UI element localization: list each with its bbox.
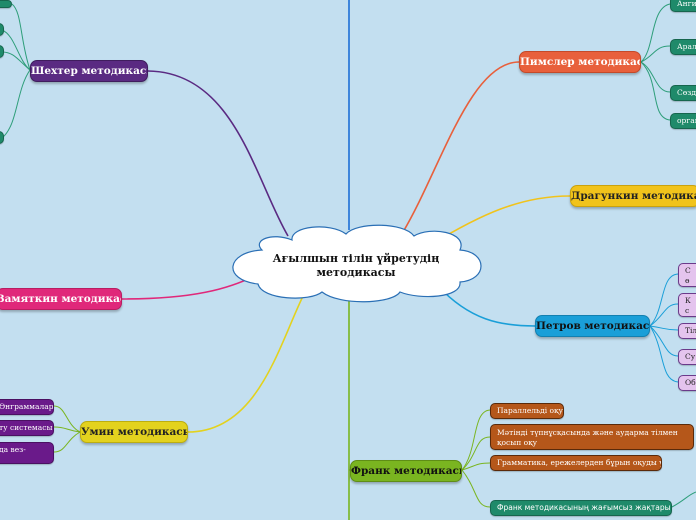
branch-dragunkin[interactable]: Драгункин методикасы: [570, 185, 696, 207]
connector-frank-leaf-2: [461, 436, 491, 471]
branch-shekhter[interactable]: Шехтер методикасы: [30, 60, 148, 82]
umin-leaf[interactable]: да вез-: [0, 442, 54, 464]
frank-leaf[interactable]: Франк методикасының жағымсыз жақтары: [490, 500, 672, 516]
connector-umin-leaf-2: [53, 426, 81, 433]
branch-zamyatkin[interactable]: Замяткин методикасы: [0, 288, 122, 310]
petrov-leaf[interactable]: С ө: [678, 263, 696, 287]
connector-umin: [187, 289, 307, 433]
frank-leaf[interactable]: Параллельді оқу: [490, 403, 564, 419]
frank-leaf[interactable]: Грамматика, ережелерден бұрын оқуды үйре…: [490, 455, 662, 471]
center-cloud-shape: [232, 224, 482, 303]
umin-leaf[interactable]: Өнграммалар: [0, 399, 54, 415]
connector-pimsler-leaf-1: [640, 3, 671, 63]
branch-pimsler[interactable]: Пимслер методикасы: [519, 51, 641, 73]
connector-pimsler-leaf-3: [640, 61, 671, 93]
connector-pimsler-leaf-4: [640, 61, 671, 121]
connector-umin-leaf-1: [53, 405, 81, 433]
connector-frank-leaf-3: [461, 462, 491, 471]
pimsler-leaf[interactable]: Сөзді: [670, 85, 696, 101]
center-topic[interactable]: Ағылшын тілін үйретудің методикасы: [262, 252, 450, 280]
connector-petrov-leaf-4: [649, 325, 679, 357]
connector-shekhter-leaf-2: [1, 29, 31, 71]
connector-umin-leaf-3: [53, 431, 81, 453]
branch-petrov[interactable]: Петров методикасы: [535, 315, 650, 337]
connector-shekhter: [147, 70, 289, 237]
petrov-leaf[interactable]: К с: [678, 293, 696, 317]
connector-petrov: [437, 285, 536, 327]
connector-petrov-leaf-2: [649, 303, 679, 327]
umin-leaf[interactable]: ту системасы: [0, 420, 54, 436]
connector-petrov-leaf-1: [649, 273, 679, 327]
connector-pimsler-leaf-2: [640, 45, 671, 63]
connector-shekhter-leaf-3: [1, 51, 31, 71]
connector-shekhter-leaf-1: [11, 3, 31, 71]
center-topic-line-2: методикасы: [316, 266, 396, 279]
petrov-leaf[interactable]: Об: [678, 375, 696, 391]
connector-pimsler: [402, 61, 520, 233]
pimsler-leaf[interactable]: Анги: [670, 0, 696, 12]
branch-frank[interactable]: Франк методикасы: [350, 460, 462, 482]
shekhter-leaf[interactable]: [0, 0, 12, 8]
connector-frank-leaf-1: [461, 409, 491, 471]
connector-frank-leaf-4-out: [671, 491, 696, 508]
pimsler-leaf[interactable]: орган: [670, 113, 696, 129]
petrov-leaf[interactable]: Тіл: [678, 323, 696, 339]
center-topic-line-1: Ағылшын тілін үйретудің: [272, 252, 440, 265]
connector-petrov-leaf-5: [649, 325, 679, 383]
petrov-leaf[interactable]: Су: [678, 349, 696, 365]
frank-leaf[interactable]: Мәтінді түпнұсқасында және аударма тілме…: [490, 424, 694, 450]
connector-frank-leaf-4: [461, 469, 491, 508]
connector-petrov-leaf-3: [649, 325, 679, 331]
pimsler-leaf[interactable]: Арал: [670, 39, 696, 55]
branch-umin[interactable]: Умин методикасы: [80, 421, 188, 443]
connector-shekhter-leaf-4: [1, 69, 31, 139]
